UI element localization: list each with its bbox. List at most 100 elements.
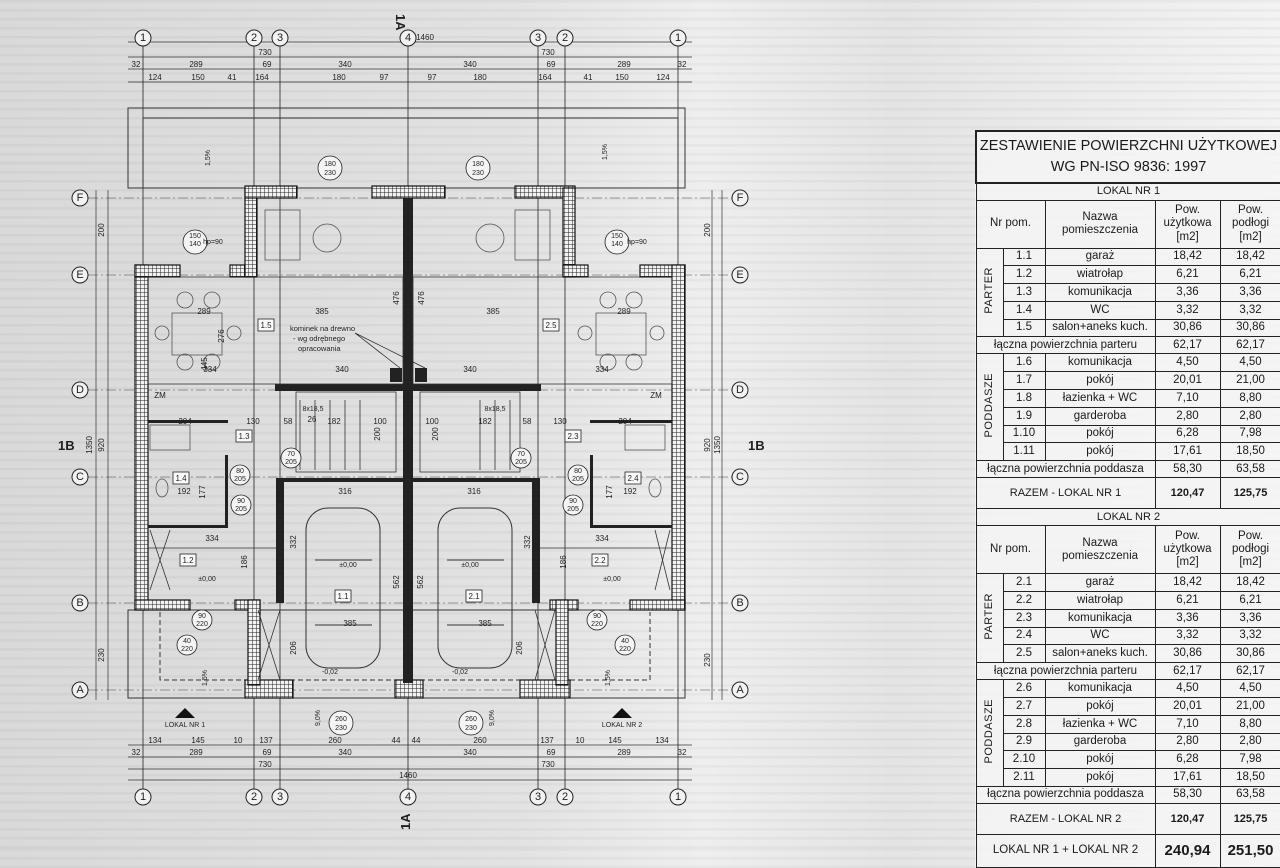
poddasze-group-label: PODDASZE bbox=[975, 353, 1004, 462]
subtotal-floor: 63,58 bbox=[1219, 786, 1280, 805]
room-name: pokój bbox=[1044, 424, 1156, 444]
door-tag-width: 90 bbox=[593, 613, 601, 620]
interior-walls bbox=[148, 198, 672, 683]
fireplace-note-line3: opracowania bbox=[298, 344, 341, 353]
axis-label: B bbox=[76, 597, 83, 609]
dim-text: 334 bbox=[203, 365, 217, 374]
dim-text: 204 bbox=[618, 417, 632, 426]
floor-area: 2,80 bbox=[1219, 732, 1280, 752]
dim-text: 97 bbox=[428, 73, 437, 82]
floor-area: 3,36 bbox=[1219, 283, 1280, 302]
section-mark-left: 1B bbox=[58, 438, 75, 453]
dim-text: 32 bbox=[132, 748, 141, 757]
ramp-slope: 9,0% bbox=[489, 710, 496, 726]
dim-text: 340 bbox=[338, 748, 352, 757]
grand-total-usable: 240,94 bbox=[1154, 834, 1221, 868]
floor-area: 6,21 bbox=[1219, 265, 1280, 285]
axis-label: C bbox=[736, 471, 744, 483]
parter-label: PARTER bbox=[983, 267, 996, 314]
dim-text: 476 bbox=[417, 291, 426, 305]
dim-text: 69 bbox=[547, 748, 556, 757]
door-tag-height: 205 bbox=[234, 476, 246, 483]
dim-text: 134 bbox=[148, 736, 162, 745]
floor-area: 3,36 bbox=[1219, 608, 1280, 628]
room-tag: 1.5 bbox=[260, 321, 272, 330]
dim-text: 58 bbox=[523, 417, 532, 426]
usable-area: 6,28 bbox=[1154, 750, 1221, 770]
axis-label: 1 bbox=[140, 32, 146, 44]
section-mark-top: 1A bbox=[393, 14, 408, 31]
slope-mark: 1,5% bbox=[605, 670, 612, 686]
dim-text: 385 bbox=[478, 619, 492, 628]
axis-label: 2 bbox=[562, 791, 568, 803]
dim-text: 150 bbox=[191, 73, 205, 82]
parter-group-label: PARTER bbox=[975, 247, 1004, 338]
section-marks: 1A 1A 1B 1B bbox=[58, 14, 765, 830]
poddasze-label: PODDASZE bbox=[983, 698, 996, 764]
axis-bubble bbox=[71, 468, 89, 486]
usable-area: 18,42 bbox=[1154, 247, 1221, 267]
room-number: 1.8 bbox=[1002, 389, 1046, 408]
unit-header: LOKAL NR 1 bbox=[975, 182, 1280, 201]
unit-label-2: LOKAL NR 2 bbox=[602, 722, 642, 729]
subtotal-usable: 62,17 bbox=[1154, 336, 1221, 355]
door-tag-height: 205 bbox=[567, 506, 579, 513]
axis-label: 3 bbox=[535, 32, 541, 44]
usable-area: 6,28 bbox=[1154, 424, 1221, 444]
dim-text: 340 bbox=[335, 365, 349, 374]
room-number: 2.8 bbox=[1002, 714, 1046, 734]
door-tag-width: 70 bbox=[517, 451, 525, 458]
room-name: garaż bbox=[1044, 247, 1156, 267]
table-row: LOKAL NR 2 bbox=[975, 508, 1280, 527]
floor-area: 7,98 bbox=[1219, 424, 1280, 444]
table-row: LOKAL NR 1 bbox=[975, 182, 1280, 201]
room-name: WC bbox=[1044, 626, 1156, 646]
dim-text: 69 bbox=[547, 60, 556, 69]
axis-label: E bbox=[736, 269, 743, 281]
dim-text: 289 bbox=[617, 307, 631, 316]
dim-text: 182 bbox=[327, 417, 341, 426]
axis-bubble bbox=[71, 594, 89, 612]
floor-area: 18,50 bbox=[1219, 768, 1280, 788]
door-tag-width: 80 bbox=[574, 468, 582, 475]
window-tag-height: 140 bbox=[189, 241, 201, 248]
room-tag: 2.2 bbox=[594, 556, 606, 565]
dim-text: 10 bbox=[576, 736, 585, 745]
dim-text: 192 bbox=[623, 487, 637, 496]
dim-text: 124 bbox=[656, 73, 670, 82]
room-name: pokój bbox=[1044, 371, 1156, 391]
axis-bubble bbox=[245, 29, 263, 47]
unit-total-floor: 125,75 bbox=[1219, 477, 1280, 510]
dim-text: 260 bbox=[473, 736, 487, 745]
door-tag-height: 220 bbox=[591, 621, 603, 628]
room-number: 1.9 bbox=[1002, 406, 1046, 426]
level-mark: -0,02 bbox=[322, 669, 338, 676]
usable-area: 7,10 bbox=[1154, 389, 1221, 408]
dim-text: 445 bbox=[200, 357, 209, 371]
dim-text: 130 bbox=[246, 417, 260, 426]
axis-bubble bbox=[71, 381, 89, 399]
annotations: kominek na drewno - wg odrębnego opracow… bbox=[165, 144, 642, 729]
dim-text: 334 bbox=[595, 534, 609, 543]
axis-bubble bbox=[731, 594, 749, 612]
door-tag-width: 80 bbox=[236, 468, 244, 475]
floor-area: 18,42 bbox=[1219, 247, 1280, 267]
dim-text: 334 bbox=[595, 365, 609, 374]
room-number: 2.4 bbox=[1002, 626, 1046, 646]
dim-text: 562 bbox=[392, 575, 401, 589]
axis-bubble bbox=[134, 788, 152, 806]
dim-text: 260 bbox=[328, 736, 342, 745]
axis-label: E bbox=[76, 269, 83, 281]
subtotal-label: łączna powierzchnia parteru bbox=[975, 662, 1156, 681]
usable-area: 18,42 bbox=[1154, 573, 1221, 593]
floor-area: 4,50 bbox=[1219, 679, 1280, 699]
axis-label: F bbox=[77, 192, 84, 204]
room-number: 1.5 bbox=[1002, 318, 1046, 338]
unit-total-floor: 125,75 bbox=[1219, 803, 1280, 836]
